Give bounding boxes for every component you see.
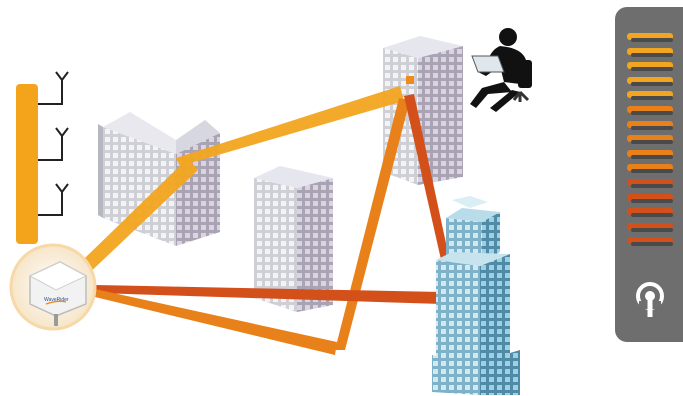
device-label: WaveRider: [44, 297, 69, 303]
signal-bar: [627, 47, 673, 57]
signal-bar: [627, 237, 673, 247]
beam-right-to-tower: [404, 94, 450, 264]
signal-bar: [627, 179, 673, 188]
antenna-icon: [38, 127, 69, 161]
antenna-icon: [38, 71, 69, 105]
access-point-device-icon: WaveRider: [9, 243, 97, 331]
antenna-array: [16, 71, 69, 244]
signal-strength-panel: [615, 7, 683, 342]
signal-bar: [627, 91, 673, 101]
signal-bar: [627, 135, 673, 145]
signal-beams: [55, 86, 450, 355]
building-tower: [432, 196, 520, 395]
beam-left-to-right-building: [176, 86, 404, 166]
signal-bar: [627, 76, 673, 86]
beam-device-to-left-building: [55, 158, 198, 296]
signal-bar: [627, 149, 673, 159]
signal-bar: [627, 208, 673, 218]
rooftop-transceiver: [406, 76, 414, 84]
signal-bar: [627, 222, 673, 232]
antenna-signal-icon: [636, 282, 664, 317]
signal-bar: [627, 193, 673, 203]
signal-bar: [627, 33, 673, 42]
beam-device-to-tower: [95, 285, 442, 304]
beam-device-to-bottom: [95, 289, 337, 355]
signal-bar: [627, 164, 673, 174]
antenna-icon: [38, 183, 69, 216]
building-left: [98, 112, 220, 246]
signal-bar: [627, 106, 673, 115]
laptop-user-icon: [470, 28, 532, 112]
antenna-mast: [16, 84, 38, 244]
beam-right-to-middle: [335, 98, 410, 350]
building-middle: [254, 166, 333, 312]
signal-bar: [627, 120, 673, 130]
signal-bar: [627, 62, 673, 72]
